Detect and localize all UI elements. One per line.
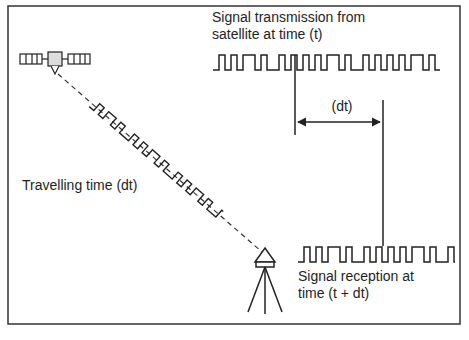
transmission-label: Signal transmission from satellite at ti… xyxy=(212,9,402,43)
frame xyxy=(8,6,460,324)
travelling-time-label: Travelling time (dt) xyxy=(22,177,192,194)
satellite-icon xyxy=(20,52,90,74)
reception-label: Signal reception at time (t + dt) xyxy=(298,268,440,302)
transmit-marker xyxy=(294,55,296,135)
receiver-tripod xyxy=(248,248,282,314)
dt-label: (dt) xyxy=(314,98,370,115)
dt-arrow xyxy=(298,121,380,122)
transmitted-signal xyxy=(213,55,440,70)
received-signal xyxy=(298,247,455,262)
receive-marker xyxy=(382,100,384,246)
travelling-signal xyxy=(89,100,223,219)
signal-path xyxy=(58,74,262,252)
